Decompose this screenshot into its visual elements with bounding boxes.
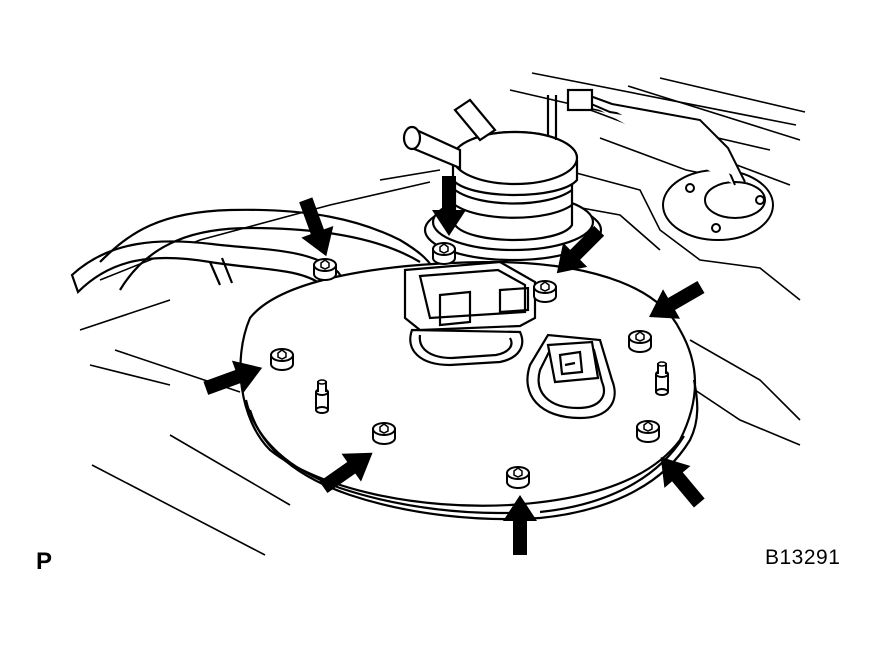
figure-code: B13291 xyxy=(765,546,841,569)
bolt-hose-clamp xyxy=(313,258,337,281)
bolt-right-lower xyxy=(636,420,660,443)
bolt-right-upper xyxy=(628,330,652,353)
connector-left xyxy=(403,260,537,367)
bolt-connector-right xyxy=(533,280,557,303)
bolt-left-lower xyxy=(372,422,396,445)
pump-bracket-flange xyxy=(239,260,699,521)
bolt-left-upper xyxy=(270,348,294,371)
connector-right xyxy=(526,333,616,420)
view-label: P xyxy=(36,548,53,575)
sender-cap xyxy=(581,92,774,241)
pump-canister xyxy=(402,88,603,262)
fuel-hose xyxy=(70,208,438,337)
bolt-bottom xyxy=(506,466,530,489)
bolt-pump-top xyxy=(432,242,456,265)
